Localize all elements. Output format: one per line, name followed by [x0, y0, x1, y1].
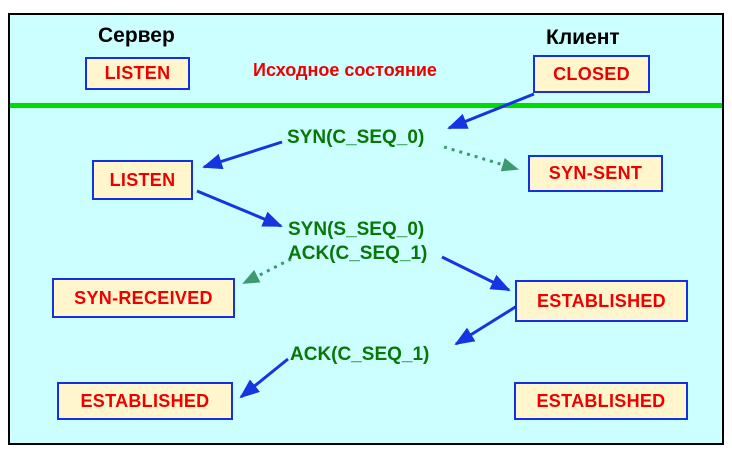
established-server-box: ESTABLISHED: [57, 382, 233, 420]
closed-client-initial-box: CLOSED: [533, 55, 650, 93]
established-client-final-label: ESTABLISHED: [536, 390, 666, 411]
initial-state-divider-line: [10, 103, 722, 108]
listen-server-label: LISTEN: [109, 169, 176, 190]
closed-client-initial-label: CLOSED: [553, 63, 630, 84]
established-client-box: ESTABLISHED: [515, 280, 688, 322]
client-column-header: Клиент: [546, 26, 620, 49]
listen-server-box: LISTEN: [92, 160, 193, 200]
syn-sent-client-label: SYN-SENT: [548, 163, 643, 183]
established-client-label: ESTABLISHED: [537, 290, 666, 311]
server-column-header: Сервер: [98, 24, 175, 47]
established-server-label: ESTABLISHED: [80, 390, 210, 411]
msg-syn-c-seq-0: SYN(C_SEQ_0): [287, 127, 425, 148]
msg-syn-s-seq-0: SYN(S_SEQ_0): [288, 219, 425, 240]
syn-sent-client-box: SYN-SENT: [528, 155, 663, 192]
listen-server-initial-box: LISTEN: [85, 57, 190, 90]
msg-ack-c-seq-1: ACK(C_SEQ_1): [288, 243, 428, 264]
initial-state-label: Исходное состояние: [253, 60, 437, 80]
msg-ack-c-seq-1-final: ACK(C_SEQ_1): [290, 344, 430, 365]
established-client-final-box: ESTABLISHED: [514, 382, 688, 420]
syn-received-server-box: SYN-RECEIVED: [52, 278, 235, 318]
syn-received-server-label: SYN-RECEIVED: [74, 287, 213, 308]
listen-server-initial-label: LISTEN: [104, 63, 171, 83]
